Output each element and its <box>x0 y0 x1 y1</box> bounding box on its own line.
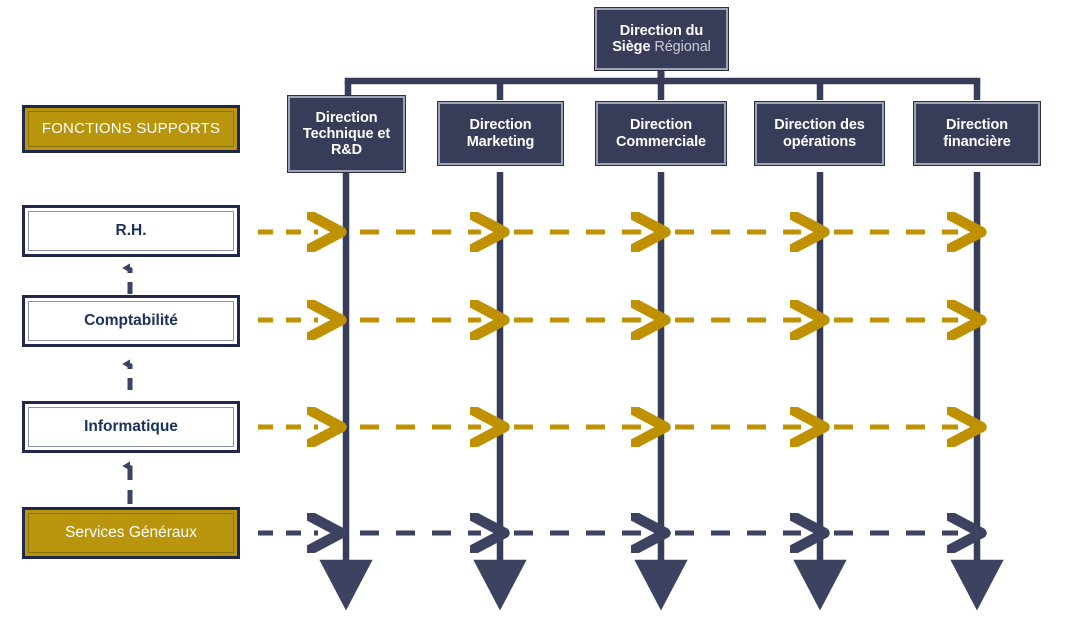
dir4-line1: Direction <box>946 117 1008 134</box>
node-informatique-label: Informatique <box>28 407 234 447</box>
node-fonctions-supports[interactable]: FONCTIONS SUPPORTS <box>22 105 240 153</box>
title-line-2-bold: Siège <box>612 39 651 55</box>
node-informatique[interactable]: Informatique <box>22 401 240 453</box>
node-services-generaux-label: Services Généraux <box>28 513 234 553</box>
node-services-generaux[interactable]: Services Généraux <box>22 507 240 559</box>
node-direction-marketing-label: Direction Marketing <box>443 107 558 160</box>
node-comptabilite-label: Comptabilité <box>28 301 234 341</box>
node-rh-label: R.H. <box>28 211 234 251</box>
dir1-line1: Direction <box>469 117 532 134</box>
node-fonctions-supports-label: FONCTIONS SUPPORTS <box>28 111 234 147</box>
node-direction-operations[interactable]: Direction des opérations <box>755 102 884 165</box>
node-direction-siege-regional-label: Direction du Siège Régional <box>600 13 723 65</box>
title-line-1: Direction du <box>619 22 704 39</box>
node-comptabilite[interactable]: Comptabilité <box>22 295 240 347</box>
dir3-line1: Direction des <box>774 117 865 134</box>
node-direction-marketing[interactable]: Direction Marketing <box>438 102 563 165</box>
node-direction-financiere-label: Direction financière <box>919 107 1035 160</box>
dir0-line1: Direction <box>315 109 378 126</box>
node-direction-commerciale[interactable]: Direction Commerciale <box>596 102 726 165</box>
node-rh[interactable]: R.H. <box>22 205 240 257</box>
dir2-line2: Commerciale <box>616 133 706 150</box>
node-direction-financiere[interactable]: Direction financière <box>914 102 1040 165</box>
dir4-line2: financière <box>943 133 1011 150</box>
dir2-line1: Direction <box>630 117 692 134</box>
dir0-line2: Technique et <box>302 125 391 142</box>
node-direction-siege-regional[interactable]: Direction du Siège Régional <box>595 8 728 70</box>
dir3-line2: opérations <box>782 133 857 150</box>
node-direction-operations-label: Direction des opérations <box>760 107 879 160</box>
node-direction-technique-rd[interactable]: Direction Technique et R&D <box>288 96 405 172</box>
dir0-line3: R&D <box>330 142 363 159</box>
dir1-line2: Marketing <box>466 133 535 150</box>
title-line-2-light: Régional <box>654 39 711 55</box>
node-direction-technique-rd-label: Direction Technique et R&D <box>293 101 400 167</box>
hierarchy-connector-top <box>344 69 981 100</box>
node-direction-commerciale-label: Direction Commerciale <box>601 107 721 160</box>
